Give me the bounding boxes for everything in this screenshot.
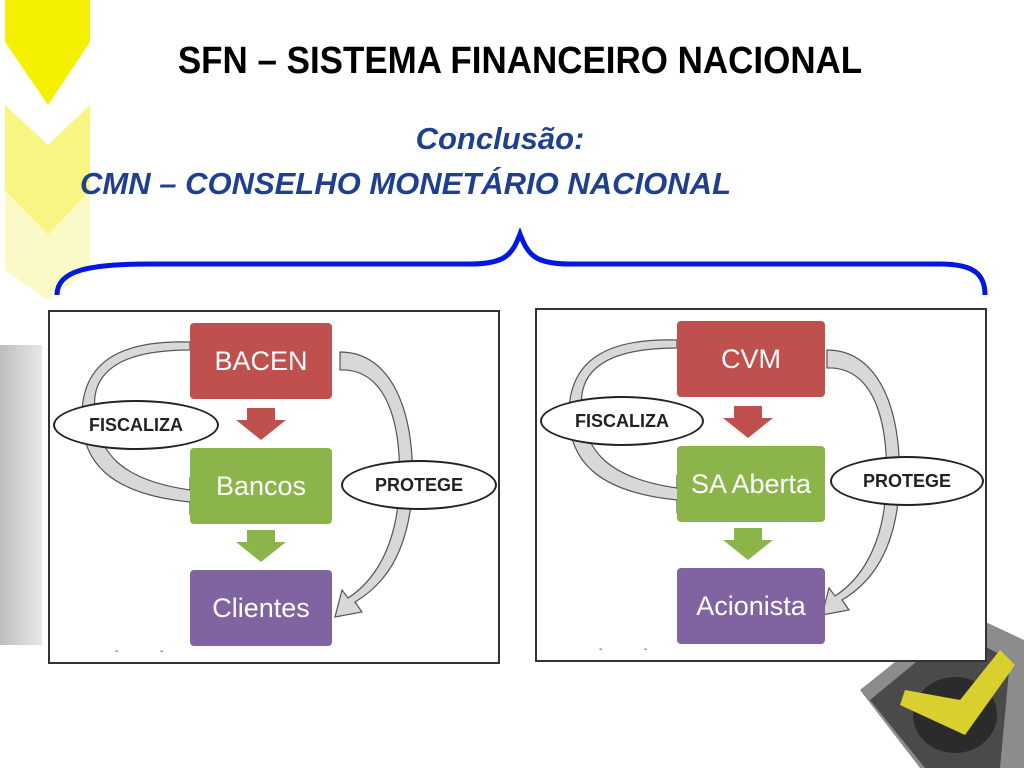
box-bottom: Acionista	[677, 568, 825, 644]
box-top: BACEN	[190, 323, 332, 399]
down-arrow-red-icon	[723, 406, 773, 438]
diagram-panel-cvm: - - CVM SA Aberta Acionista FISCALIZA PR…	[535, 308, 987, 662]
diagram-panel-bacen: - - BACEN Bancos Clientes FISCALIZA PROT…	[48, 310, 500, 664]
label-fiscaliza: FISCALIZA	[53, 400, 219, 450]
svg-text:- -: - -	[599, 644, 647, 655]
box-top: CVM	[677, 321, 825, 397]
down-arrow-red-icon	[236, 408, 286, 440]
slide-title: SFN – SISTEMA FINANCEIRO NACIONAL	[177, 40, 863, 82]
box-middle: SA Aberta	[677, 446, 825, 522]
diagram-arrows: - -	[81, 341, 413, 657]
label-fiscaliza: FISCALIZA	[540, 396, 704, 446]
down-arrow-green-icon	[236, 530, 286, 562]
svg-text:- -: - -	[115, 646, 163, 657]
subtitle-cmn: CMN – CONSELHO MONETÁRIO NACIONAL	[80, 166, 731, 201]
down-arrow-green-icon	[723, 528, 773, 560]
subtitle-conclusion: Conclusão:	[415, 121, 585, 156]
diagram-arrows: - -	[568, 339, 900, 655]
box-middle: Bancos	[190, 448, 332, 524]
label-protege: PROTEGE	[830, 456, 984, 506]
box-bottom: Clientes	[190, 570, 332, 646]
label-protege: PROTEGE	[341, 460, 497, 510]
curly-brace	[54, 226, 988, 296]
